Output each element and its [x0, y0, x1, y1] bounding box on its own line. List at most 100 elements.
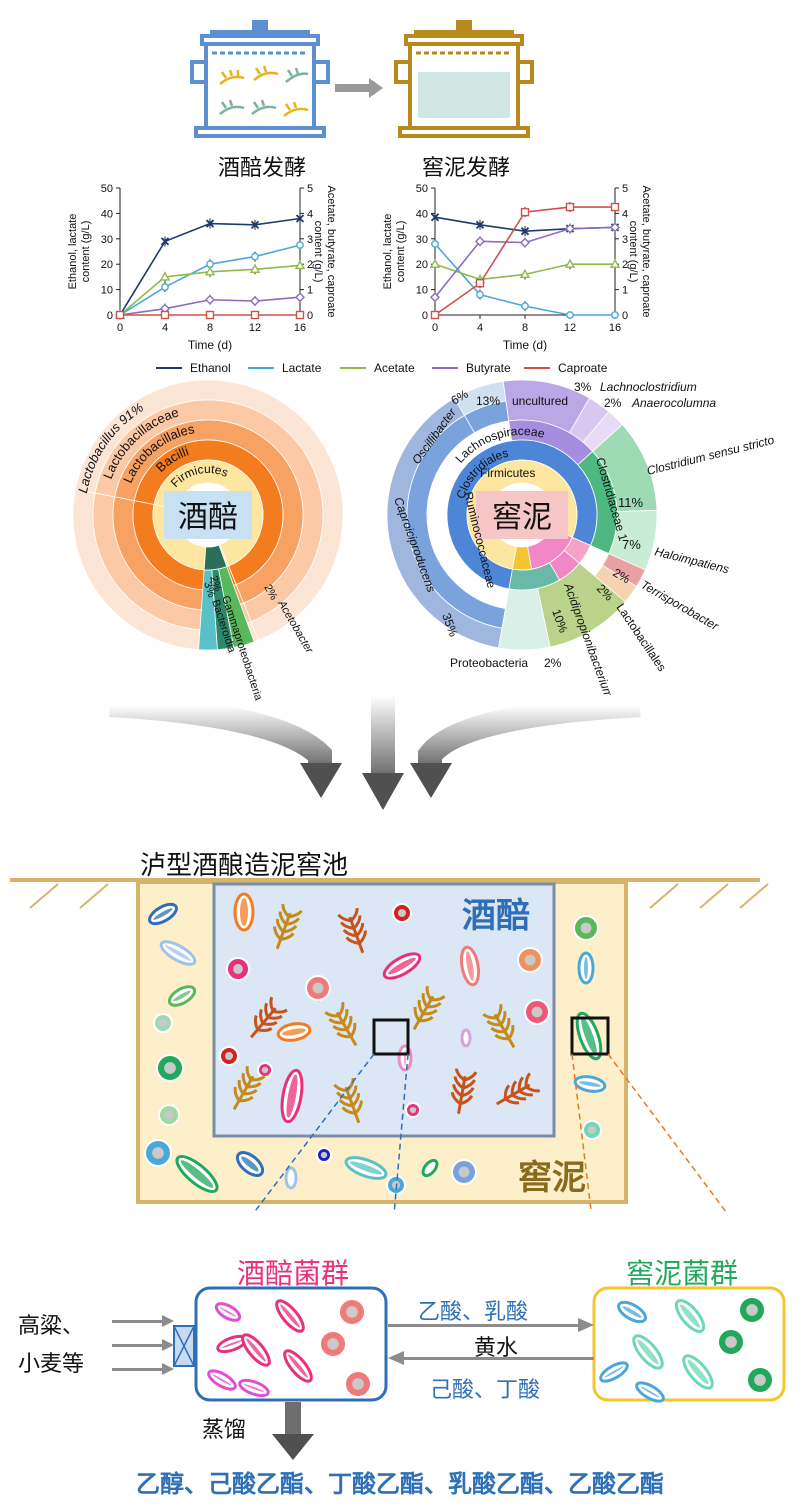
y-right-tick-label: 3	[622, 234, 628, 246]
grains-group-title: 酒醅菌群	[237, 1257, 350, 1290]
y-right-tick-label: 0	[307, 310, 313, 322]
data-point-caproate	[295, 310, 305, 320]
data-point-caproate	[610, 202, 620, 212]
down-arrow-icon	[410, 763, 452, 798]
data-point-caproate	[115, 310, 125, 320]
y-axis-right-label: Acetate, butyrate, caproatecontent (g/L)	[312, 185, 337, 317]
ring-phylum-other	[511, 546, 533, 571]
x-tick-label: 8	[522, 322, 528, 334]
grains-label: 酒醅	[462, 896, 530, 936]
data-point-lactate	[521, 302, 529, 311]
data-point-lactate	[296, 241, 304, 250]
segment-proteobacteria	[203, 544, 228, 571]
microbe-icon	[207, 1369, 237, 1391]
microbe-icon	[459, 945, 481, 987]
grain-icon	[412, 985, 446, 1031]
data-point-butyrate	[610, 222, 620, 233]
pit-title: 泸型酒酿造泥窖池	[140, 851, 349, 881]
data-point-acetate	[249, 263, 261, 273]
y-left-tick-label: 20	[101, 259, 113, 271]
data-point-butyrate	[250, 296, 260, 307]
microbe-icon	[235, 1151, 265, 1177]
microbe-icon	[682, 1354, 714, 1390]
grain-icon	[337, 907, 367, 954]
y-axis-right-label: Acetate, butyrate, caproatecontent (g/L)	[627, 185, 652, 317]
label-lactobacillales-right: Lactobacillales	[614, 601, 670, 674]
y-left-tick-label: 40	[416, 208, 428, 220]
grains-pot-label: 酒醅发酵	[217, 156, 306, 181]
grains-pot-icon	[190, 20, 330, 138]
arrow-label-acetic-lactic: 乙酸、乳酸	[418, 1300, 529, 1325]
y-left-tick-label: 30	[101, 234, 113, 246]
label-pct-3: 3%	[574, 380, 592, 394]
label-haloimpatiens: Haloimpatiens	[653, 544, 730, 576]
down-arrow-icon	[272, 1434, 314, 1460]
data-point-acetate	[159, 271, 171, 281]
data-point-ethanol	[250, 220, 260, 229]
mud-pot-label: 窖泥发酵	[421, 156, 510, 181]
y-axis-left-label: Ethanol, lactatecontent (g/L)	[67, 214, 92, 290]
data-point-ethanol	[430, 213, 440, 222]
grain-icon	[232, 1065, 266, 1111]
label-firmicutes: Firmicutes	[480, 466, 535, 480]
y-left-tick-label: 10	[101, 285, 113, 297]
y-right-tick-label: 2	[622, 259, 628, 271]
microbe-icon	[421, 1158, 439, 1178]
data-point-ethanol	[205, 219, 215, 228]
data-point-lactate	[611, 311, 619, 319]
microbe-icon	[233, 892, 255, 932]
data-point-acetate	[204, 266, 216, 276]
microbe-icon	[460, 1028, 472, 1048]
label-lachnoclostridium: Lachnoclostridium	[600, 380, 697, 394]
legend-label: Caproate	[558, 361, 608, 375]
down-arrow-icon	[300, 763, 342, 798]
x-tick-label: 0	[117, 322, 123, 334]
grain-icon	[249, 996, 288, 1039]
microbe-icon	[382, 952, 422, 980]
down-arrow-icon	[362, 773, 404, 810]
x-tick-label: 4	[477, 322, 483, 334]
grains-zoom-box	[372, 1018, 410, 1056]
y-right-tick-label: 0	[622, 310, 628, 322]
series-line-caproate	[434, 206, 615, 316]
data-point-caproate	[205, 310, 215, 320]
y-left-tick-label: 40	[101, 208, 113, 220]
mud-pot-icon	[394, 20, 534, 138]
y-axis-left-label: Ethanol, lactatecontent (g/L)	[382, 214, 407, 290]
label-pct-7: 7%	[622, 537, 641, 552]
data-point-acetate	[609, 258, 621, 268]
microbe-icon	[284, 1166, 298, 1190]
data-point-caproate	[160, 310, 170, 320]
grain-icon	[273, 903, 303, 950]
products-line: 乙醇、己酸乙酯、丁酸乙酯、乳酸乙酯、乙酸乙酯	[136, 1469, 664, 1498]
microbe-icon	[159, 940, 197, 966]
label-pct-11: 11%	[618, 495, 643, 510]
x-tick-label: 4	[162, 322, 168, 334]
microbe-icon	[238, 1378, 270, 1398]
data-point-acetate	[519, 268, 531, 279]
x-axis-label: Time (d)	[503, 338, 547, 352]
microbe-icon	[575, 1011, 603, 1061]
x-tick-label: 12	[564, 322, 576, 334]
data-point-ethanol	[475, 220, 485, 229]
data-point-ethanol	[295, 214, 305, 223]
y-right-tick-label: 5	[622, 183, 628, 195]
y-left-tick-label: 50	[416, 183, 428, 195]
y-right-tick-label: 1	[307, 285, 313, 297]
label-terrisporobacter: Terrisporobacter	[639, 577, 722, 633]
y-left-tick-label: 50	[101, 183, 113, 195]
y-right-tick-label: 2	[307, 259, 313, 271]
data-point-butyrate	[520, 237, 530, 248]
y-right-tick-label: 4	[622, 208, 628, 220]
distill-label: 蒸馏	[202, 1418, 247, 1443]
mud-group-title: 窖泥菌群	[626, 1257, 739, 1290]
label-uncultured: uncultured	[512, 394, 568, 408]
input-label-1: 高粱、	[18, 1314, 85, 1339]
label-pct-2d: 2%	[544, 656, 562, 670]
label-anaerocolumna: Anaerocolumna	[631, 396, 716, 410]
microbe-icon	[280, 1068, 304, 1124]
